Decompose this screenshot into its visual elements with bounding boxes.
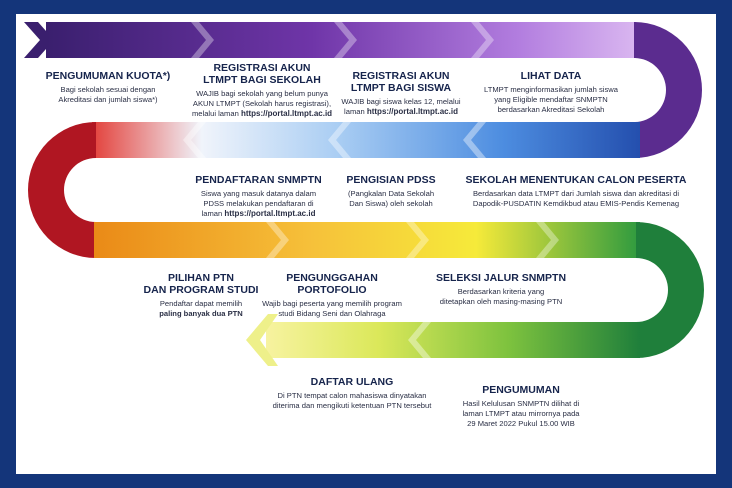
- step-title: PENGUMUMAN: [482, 384, 560, 396]
- step-title: LIHAT DATA: [520, 70, 582, 82]
- step-desc: Di PTN tempat calon mahasiswa dinyatakan…: [272, 391, 432, 410]
- step-desc: Wajib bagi peserta yang memilih program …: [262, 299, 402, 318]
- step-title: SEKOLAH MENENTUKAN CALON PESERTA: [465, 174, 687, 186]
- step-desc: WAJIB bagi siswa kelas 12, melalui laman: [341, 97, 461, 116]
- step-daftar-ulang: DAFTAR ULANG Di PTN tempat calon mahasis…: [252, 376, 452, 411]
- step-title: PENDAFTARAN SNMPTN: [195, 174, 322, 186]
- step-desc: Siswa yang masuk datanya dalam PDSS mela…: [200, 189, 317, 218]
- ribbon-row-3: [94, 222, 640, 258]
- step-seleksi-jalur: SELEKSI JALUR SNMPTN Berdasarkan kriteri…: [416, 272, 586, 307]
- process-frame: PENGUMUMAN KUOTA*) Bagi sekolah sesuai d…: [16, 14, 716, 474]
- step-desc: Hasil Kelulusan SNMPTN dilihat di laman …: [462, 399, 580, 428]
- step-sekolah-menentukan: SEKOLAH MENENTUKAN CALON PESERTA Berdasa…: [436, 174, 716, 209]
- ribbon-turn-right-1: [634, 22, 702, 158]
- process-flow-ribbon: [24, 22, 704, 366]
- step-registrasi-sekolah: REGISTRASI AKUN LTMPT BAGI SEKOLAH WAJIB…: [176, 62, 348, 119]
- step-pilihan-ptn: PILIHAN PTN DAN PROGRAM STUDI Pendaftar …: [126, 272, 276, 319]
- step-title: PILIHAN PTN DAN PROGRAM STUDI: [143, 272, 259, 296]
- ribbon-turn-left: [28, 122, 96, 258]
- step-url-link[interactable]: https://portal.ltmpt.ac.id: [224, 209, 316, 218]
- step-desc: LTMPT menginformasikan jumlah siswa yang…: [484, 85, 618, 114]
- step-title: PENGISIAN PDSS: [346, 174, 436, 186]
- step-desc: Berdasarkan data LTMPT dari Jumlah siswa…: [472, 189, 680, 208]
- row-4-chevrons: [408, 322, 431, 358]
- step-desc: (Pangkalan Data Sekolah Dan Siswa) oleh …: [347, 189, 435, 208]
- step-desc: Berdasarkan kriteria yang ditetapkan ole…: [439, 287, 563, 306]
- step-lihat-data: LIHAT DATA LTMPT menginformasikan jumlah…: [466, 70, 636, 115]
- ribbon-row-4: [266, 322, 640, 358]
- step-title: REGISTRASI AKUN LTMPT BAGI SISWA: [350, 70, 452, 94]
- ribbon-turn-right-2: [636, 222, 704, 358]
- step-pengumuman: PENGUMUMAN Hasil Kelulusan SNMPTN diliha…: [436, 384, 606, 429]
- step-title: SELEKSI JALUR SNMPTN: [435, 272, 567, 284]
- step-registrasi-siswa: REGISTRASI AKUN LTMPT BAGI SISWA WAJIB b…: [316, 70, 486, 117]
- ribbon-row-2: [92, 122, 640, 158]
- step-title: PENGUMUMAN KUOTA*): [45, 70, 171, 82]
- row-3-chevrons: [266, 222, 559, 258]
- step-pengumuman-kuota: PENGUMUMAN KUOTA*) Bagi sekolah sesuai d…: [28, 70, 188, 105]
- step-desc-bold: paling banyak dua PTN: [159, 309, 243, 318]
- row-2-chevrons: [183, 122, 486, 158]
- step-url-link[interactable]: https://portal.ltmpt.ac.id: [240, 109, 333, 118]
- step-title: PENGUNGGAHAN PORTOFOLIO: [286, 272, 378, 296]
- arrow-end-head-icon: [246, 314, 278, 366]
- step-url-link[interactable]: https://portal.ltmpt.ac.id: [366, 107, 458, 116]
- step-desc: Bagi sekolah sesuai dengan Akreditasi da…: [58, 85, 158, 104]
- step-title: REGISTRASI AKUN LTMPT BAGI SEKOLAH: [203, 62, 321, 86]
- step-desc: WAJIB bagi sekolah yang belum punya AKUN…: [191, 89, 332, 118]
- step-title: DAFTAR ULANG: [310, 376, 394, 388]
- row-1-chevrons: [191, 22, 494, 58]
- step-desc: Pendaftar dapat memilih: [159, 299, 243, 308]
- step-pendaftaran-snmptn: PENDAFTARAN SNMPTN Siswa yang masuk data…: [176, 174, 341, 219]
- step-pengunggahan-portofolio: PENGUNGGAHAN PORTOFOLIO Wajib bagi peser…: [252, 272, 412, 319]
- step-pengisian-pdss: PENGISIAN PDSS (Pangkalan Data Sekolah D…: [326, 174, 456, 209]
- ribbon-row-1: [46, 22, 636, 58]
